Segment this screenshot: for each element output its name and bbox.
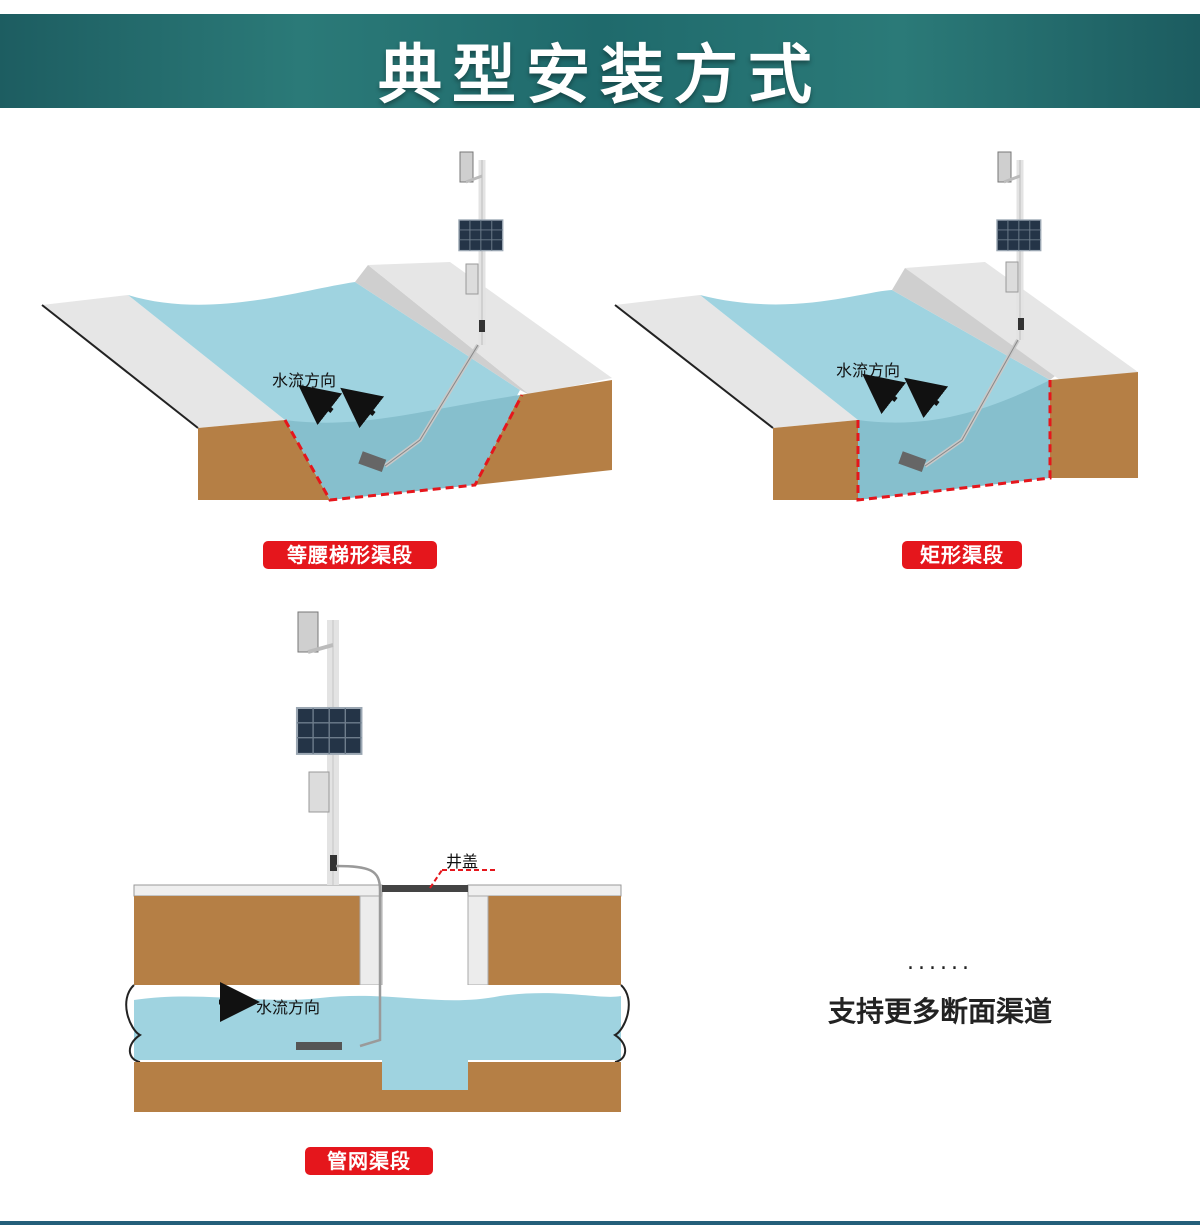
- pipe-channel-badge: 管网渠段: [305, 1147, 433, 1175]
- manhole-cover-label: 井盖: [446, 852, 479, 871]
- rectangle-channel-badge: 矩形渠段: [902, 541, 1022, 569]
- trapezoid-channel-badge: 等腰梯形渠段: [263, 541, 437, 569]
- rectangle-flow-label: 水流方向: [836, 361, 901, 380]
- page-title: 典型安装方式: [378, 39, 822, 108]
- trapezoid-flow-label: 水流方向: [272, 371, 337, 390]
- pipe-channel-diagram: [125, 611, 630, 1112]
- more-dots: ......: [907, 950, 973, 975]
- bottom-divider: [0, 1221, 1200, 1225]
- rectangle-channel-diagram: [614, 151, 1138, 502]
- pipe-flow-label: 水流方向: [256, 998, 321, 1017]
- header-banner: 典型安装方式: [0, 14, 1200, 108]
- trapezoid-channel-diagram: [41, 151, 612, 502]
- more-sections-text: 支持更多断面渠道: [827, 995, 1052, 1028]
